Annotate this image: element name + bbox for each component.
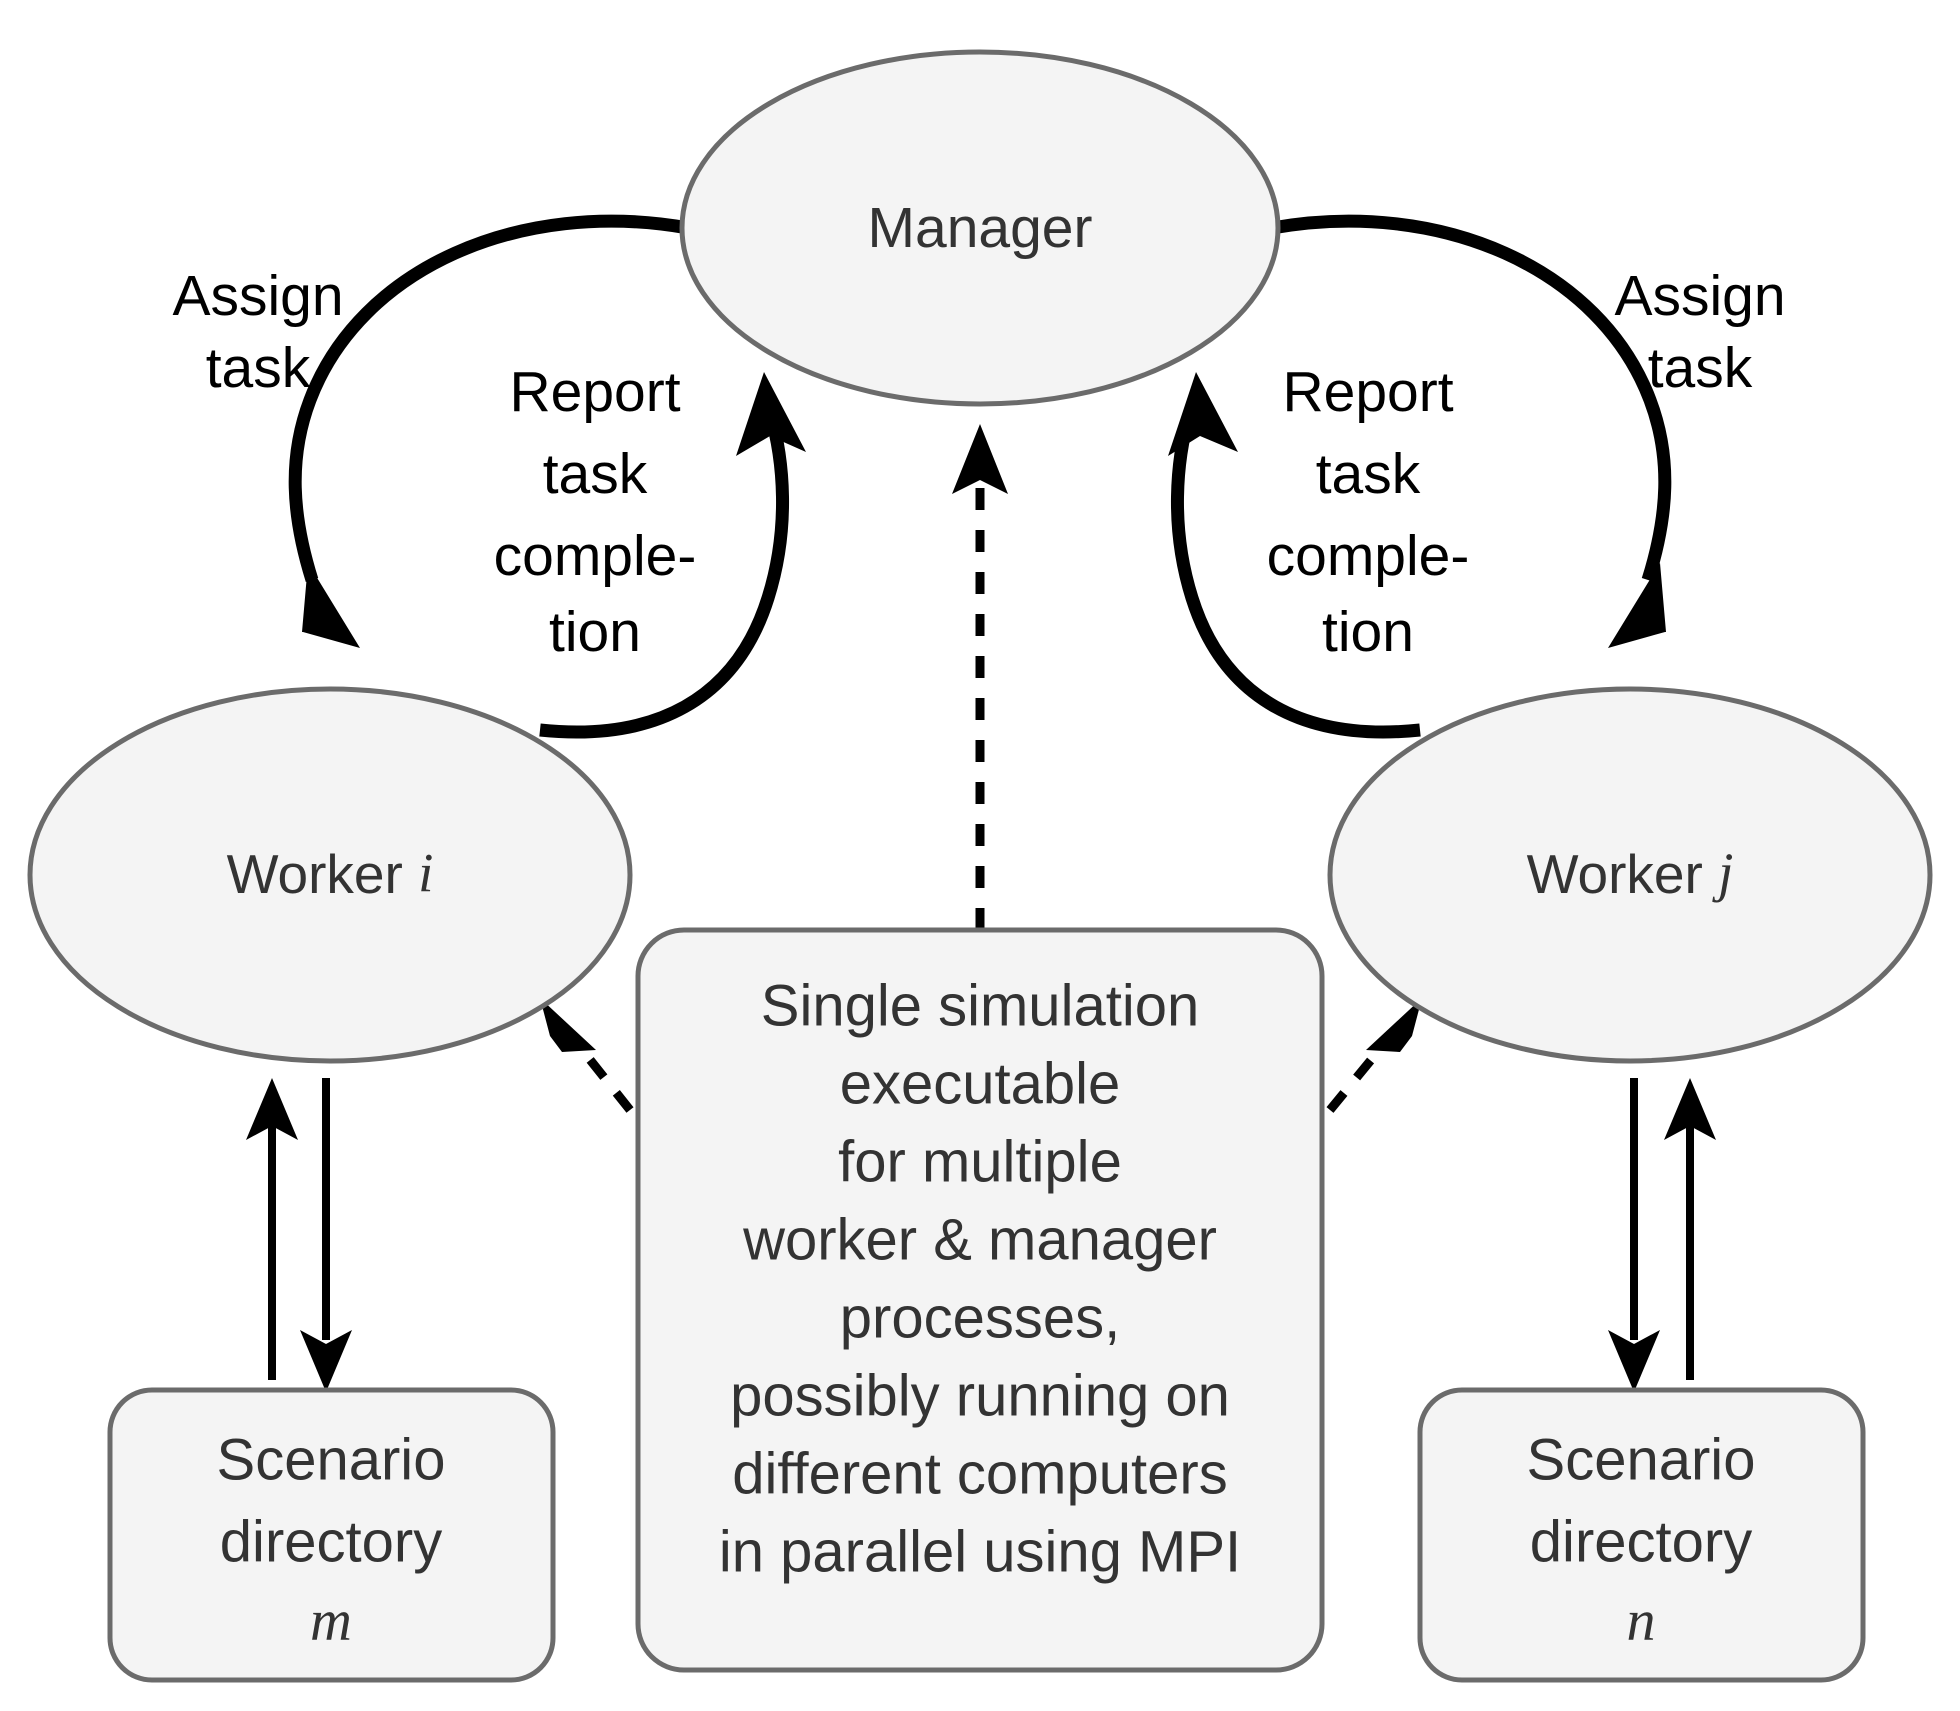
node-scenario-directory-n[interactable]: Scenario directory n [1417,1387,1866,1683]
worker-j-index: j [1712,842,1733,903]
assign-task-left-line-2: task [206,336,311,400]
executable-note-line-5: processes, [840,1285,1120,1350]
edge-note-to-manager [952,424,1008,930]
worker-j-label-text: Worker [1527,843,1703,905]
assign-task-left-path [288,214,690,582]
report-right-line-2: task [1316,442,1421,506]
executable-note-line-8: in parallel using MPI [719,1519,1241,1584]
assign-task-right-line-2: task [1648,336,1753,400]
edge-label-report-left: Report task comple- tion [494,360,697,664]
edge-note-to-worker-i [540,998,634,1113]
note-worker-i-arrowhead [540,998,596,1052]
note-manager-arrowhead [952,424,1008,494]
edge-note-to-worker-j [1326,998,1422,1113]
worker-i-label: Worker i [227,842,434,905]
scenario-n-line-1: Scenario [1527,1427,1756,1492]
assign-task-left-line-1: Assign [172,264,343,328]
executable-note-line-7: different computers [732,1441,1227,1506]
worker-i-index: i [418,842,433,903]
worker-i-label-text: Worker [227,843,403,905]
scenario-n-box-shape [1417,1387,1866,1683]
report-right-line-1: Report [1282,360,1453,424]
executable-note-line-3: for multiple [838,1129,1122,1194]
scenario-m-index: m [310,1587,352,1652]
report-right-line-3: comple- [1267,524,1470,588]
assign-task-right-line-1: Assign [1614,264,1785,328]
edge-worker-i-scenario-m-up [246,1078,298,1140]
report-left-line-3: comple- [494,524,697,588]
worker-j-to-scenario-n-arrowhead [1608,1330,1660,1392]
node-executable-note[interactable]: Single simulation executable for multipl… [635,927,1325,1673]
executable-note-line-6: possibly running on [730,1363,1230,1428]
edge-label-assign-task-left: Assign task [172,264,343,400]
scenario-n-to-worker-j-arrowhead [1664,1078,1716,1140]
executable-note-box-shape [635,927,1325,1673]
report-right-arrowhead [1168,372,1238,456]
edge-report-left [539,372,806,739]
edge-assign-task-left [288,214,690,648]
scenario-m-box-shape [107,1387,556,1683]
executable-note-line-4: worker & manager [742,1207,1217,1272]
node-worker-i[interactable]: Worker i [27,686,633,1064]
worker-i-to-scenario-m-arrowhead [300,1330,352,1392]
edge-label-report-right: Report task comple- tion [1267,360,1470,664]
edge-worker-j-scenario-n-up [1664,1078,1716,1380]
edge-worker-i-scenario-m-down [300,1078,352,1392]
report-right-line-4: tion [1322,600,1414,664]
edge-assign-task-right [1270,214,1672,648]
worker-i-ellipse-shape [27,686,633,1064]
executable-note-line-1: Single simulation [761,973,1199,1038]
scenario-m-line-1: Scenario [217,1427,446,1492]
executable-note-line-2: executable [840,1051,1121,1116]
report-left-line-4: tion [549,600,641,664]
node-manager[interactable]: Manager [679,49,1281,407]
scenario-n-line-2: directory [1530,1509,1752,1574]
note-worker-j-arrowhead [1366,998,1422,1052]
report-left-line-1: Report [509,360,680,424]
manager-label: Manager [868,196,1093,260]
scenario-m-line-2: directory [220,1509,442,1574]
assign-task-left-arrowhead [302,563,360,648]
node-scenario-directory-m[interactable]: Scenario directory m [107,1387,556,1683]
edge-worker-j-scenario-n-down [1608,1078,1660,1392]
node-worker-j[interactable]: Worker j [1327,686,1933,1064]
scenario-n-index: n [1627,1587,1656,1652]
scenario-m-to-worker-i-arrowhead [246,1078,298,1140]
worker-j-label: Worker j [1527,842,1734,905]
note-worker-i-dashed-line [564,1029,634,1113]
report-left-line-2: task [543,442,648,506]
assign-task-right-path [1270,214,1672,582]
manager-ellipse-shape [679,49,1281,407]
report-left-path [539,410,789,739]
report-right-path [1171,410,1421,739]
report-left-arrowhead [736,372,806,456]
worker-j-ellipse-shape [1327,686,1933,1064]
assign-task-right-arrowhead [1608,563,1666,648]
edge-label-assign-task-right: Assign task [1614,264,1785,400]
edge-report-right [1168,372,1421,739]
